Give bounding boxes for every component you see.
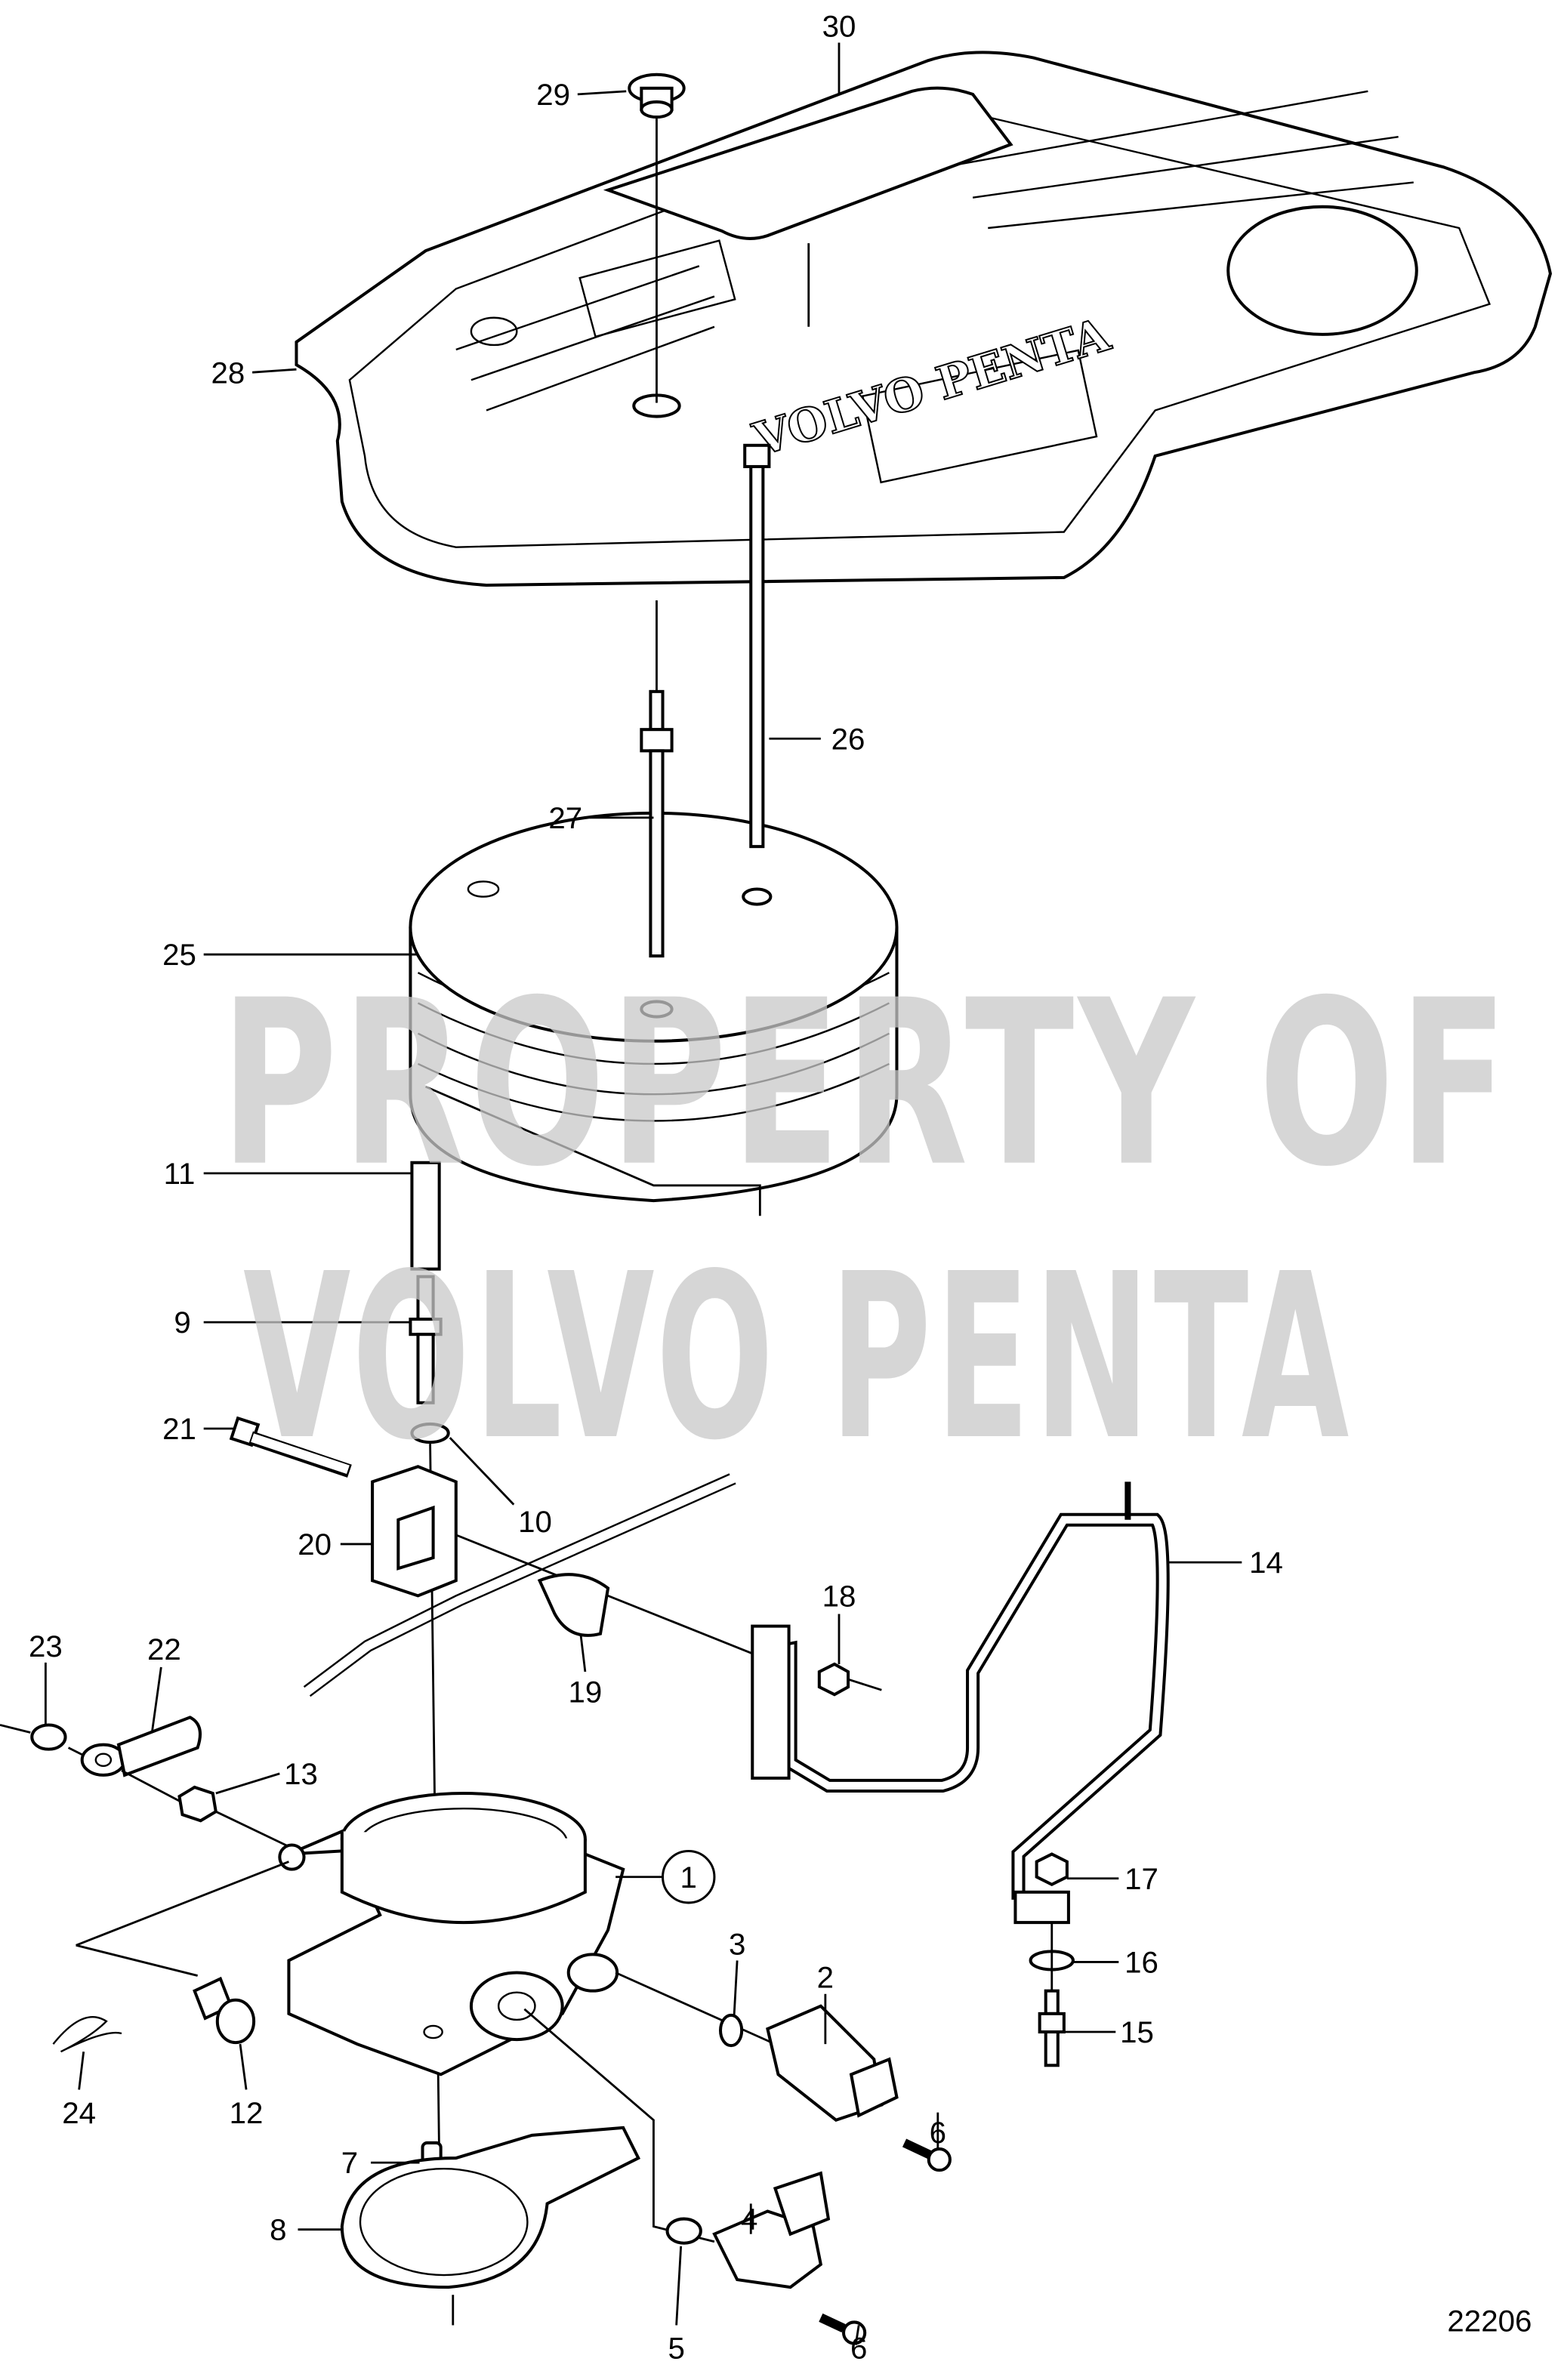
callout-2: 2 [817,1961,834,1995]
callout-19: 19 [568,1675,602,1709]
callout-29: 29 [536,78,570,112]
callout-1: 1 [680,1861,697,1894]
callout-11: 11 [164,1157,196,1191]
sensor-2 [766,2004,899,2122]
spacer-11 [410,1161,441,1271]
callout-23: 23 [29,1629,63,1663]
callout-24: 24 [62,2096,96,2130]
throttle-cable [303,1473,730,1688]
cover-plate [603,86,1013,240]
callout-20: 20 [298,1528,332,1561]
ball-joint-22 [80,1716,202,1777]
callout-3: 3 [729,1927,745,1961]
drawing-number: 22206 [1447,2304,1532,2338]
callout-15: 15 [1120,2015,1154,2049]
callout-17: 17 [1124,1862,1158,1896]
bolt-21 [229,1416,352,1478]
callout-25: 25 [162,938,196,972]
cable-clip-19 [537,1573,610,1637]
throttle-body [278,1792,625,2076]
clip-24 [52,2015,122,2053]
callout-13: 13 [284,1757,318,1791]
screw-6b [819,2313,867,2345]
leader-lines [44,42,1242,2345]
washer-10 [410,1422,450,1444]
callout-22: 22 [147,1632,181,1666]
callout-circle-1 [662,1849,716,1904]
callout-26: 26 [831,722,865,756]
callout-10: 10 [518,1505,552,1539]
screw-6a [902,2138,952,2172]
callouts: 30 29 28 27 26 25 11 9 10 21 20 14 18 19… [29,9,1532,2365]
gasket-8 [340,2126,641,2289]
plug-12 [193,1976,256,2045]
callout-8: 8 [270,2213,286,2247]
callout-30: 30 [822,9,856,43]
nut-18 [817,1662,850,1697]
callout-21: 21 [162,1412,196,1446]
engine-cover: VOLVO PENTA [295,51,1552,587]
clamp-20 [371,1465,458,1598]
callout-28: 28 [211,356,245,390]
o-ring-3 [718,2013,744,2048]
callout-9: 9 [174,1306,190,1340]
callout-6-lower: 6 [850,2332,867,2366]
bolt-26 [743,443,771,849]
washer-23 [30,1723,67,1751]
nut-13 [177,1785,218,1823]
callout-4: 4 [741,2203,757,2237]
sensor-4 [712,2171,831,2289]
stud-9 [409,1275,443,1404]
callout-12: 12 [230,2096,264,2130]
nut-17 [1035,1852,1069,1887]
stud-27 [640,600,674,958]
callout-18: 18 [822,1579,856,1613]
callout-7: 7 [341,2146,358,2180]
callout-6-upper: 6 [930,2116,946,2150]
watermark-line-2: VOLVO PENTA [243,1225,1353,1491]
callout-16: 16 [1124,1946,1158,1980]
callout-5: 5 [668,2332,684,2366]
callout-14: 14 [1249,1546,1283,1580]
oil-filler-cap [628,72,686,119]
o-ring-5 [665,2217,702,2245]
stud-15 [1038,1989,1066,2067]
callout-27: 27 [548,801,582,835]
bracket-14 [751,1481,1170,1925]
